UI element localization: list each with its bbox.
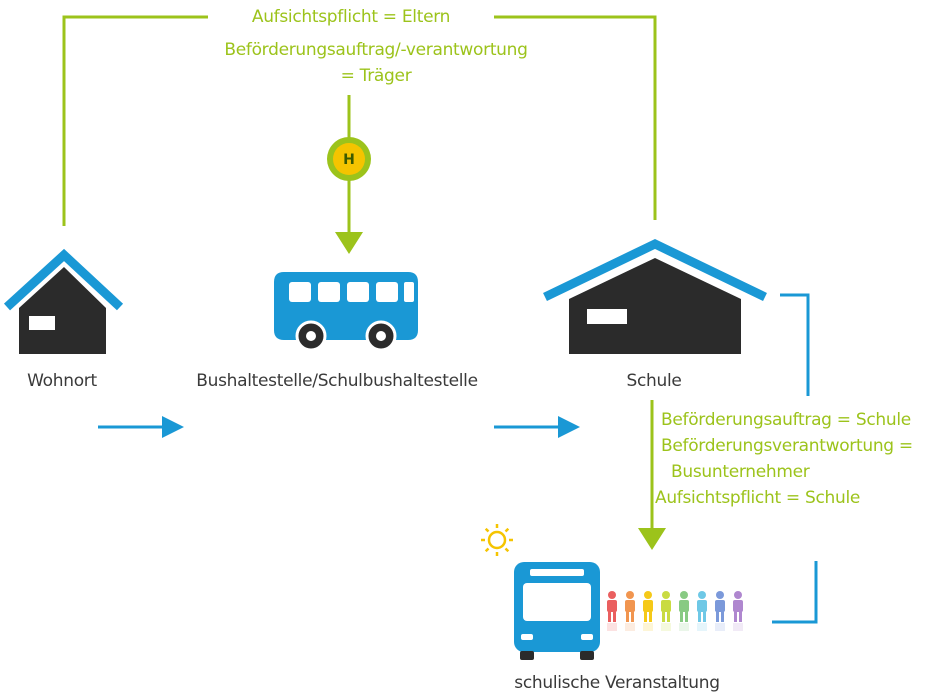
transport-label-line1: Beförderungsauftrag/-verantwortung <box>224 40 528 60</box>
child-figure <box>643 591 653 631</box>
school-label: Schule <box>626 371 682 391</box>
supervision-label: Aufsichtspflicht = Eltern <box>251 7 451 27</box>
school-event-line4: Aufsichtspflicht = Schule <box>655 488 861 508</box>
school-event-line2: Beförderungsverantwortung = <box>661 436 913 456</box>
house-icon <box>3 248 124 354</box>
school-building-icon <box>543 239 767 354</box>
home-label: Wohnort <box>27 371 97 391</box>
child-figure <box>715 591 725 631</box>
bus-stop-label: Bushaltestelle/Schulbushaltestelle <box>196 371 478 391</box>
arrow-busstop-to-school <box>494 416 580 438</box>
child-figure <box>661 591 671 631</box>
arrow-school-to-event-head <box>638 528 666 550</box>
arrow-home-to-busstop <box>98 416 184 438</box>
svg-text:H: H <box>343 152 355 168</box>
child-figure <box>733 591 743 631</box>
school-event-bracket <box>772 293 818 624</box>
child-figure <box>697 591 707 631</box>
school-event-line3: Busunternehmer <box>671 462 810 482</box>
child-figure <box>607 591 617 631</box>
bus-front-icon <box>514 562 600 660</box>
supervision-bracket <box>62 15 657 226</box>
bus-icon <box>274 272 418 352</box>
school-event-line1: Beförderungsauftrag = Schule <box>661 410 911 430</box>
sun-icon <box>481 524 513 556</box>
transport-label-line2: = Träger <box>340 66 412 86</box>
arrow-to-busstop-head <box>335 232 363 254</box>
child-figure <box>679 591 689 631</box>
children-group-icon <box>607 591 743 631</box>
event-label: schulische Veranstaltung <box>514 673 720 693</box>
bus-stop-sign-icon: H <box>327 137 371 181</box>
child-figure <box>625 591 635 631</box>
